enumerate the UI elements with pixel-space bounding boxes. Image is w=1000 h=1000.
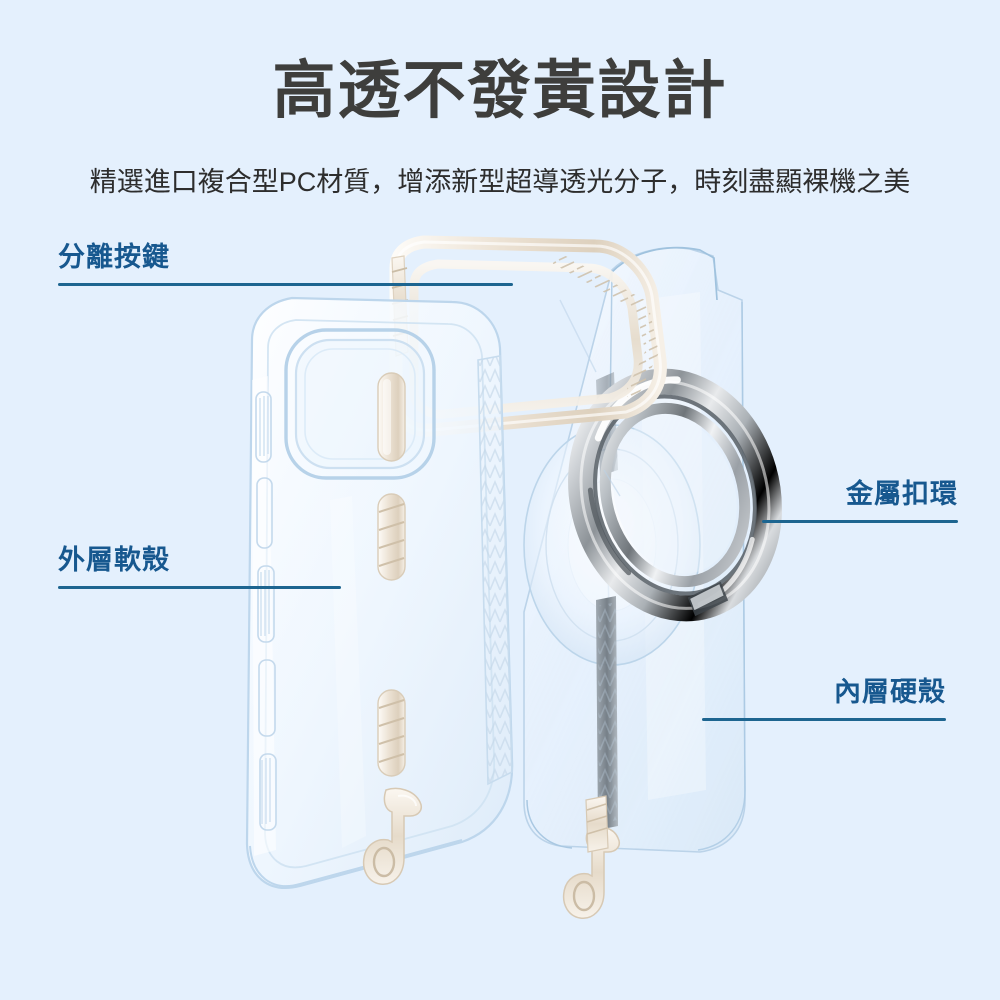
callout-outer-soft-shell: 外層軟殼: [58, 547, 341, 589]
callout-outer-soft-shell-leader-line: [58, 586, 341, 589]
soft-shell-right-rail: [477, 355, 513, 786]
callout-separate-buttons: 分離按鍵: [58, 244, 513, 286]
volume-up-button-ribs: [378, 503, 405, 567]
airbag-slot: [258, 659, 276, 737]
metal-ring-second-band: [599, 402, 751, 588]
callout-metal-ring-leader-line: [762, 520, 958, 523]
action-switch-secondary-body: [562, 825, 620, 919]
airbag-rib: [260, 570, 270, 636]
volume-up-button-piece: [377, 493, 406, 581]
power-button-piece: [377, 372, 406, 462]
inner-hard-shell-top-curve: [611, 246, 718, 301]
inner-hard-shell-bottom-corner: [526, 799, 573, 849]
metal-ring-hinge-highlight: [690, 584, 724, 611]
secondary-button-rib-strip: [585, 795, 609, 853]
volume-up-button-body: [377, 493, 406, 581]
callout-inner-hard-shell-leader-line: [702, 718, 946, 721]
inner-shell-side-strip-texture: [598, 602, 617, 824]
airbag-slot: [255, 391, 272, 463]
callout-separate-buttons-label: 分離按鍵: [58, 242, 170, 272]
inner-shell-side-strip: [596, 596, 618, 830]
airbag-slot: [257, 565, 275, 643]
callout-metal-ring: 金屬扣環: [762, 481, 958, 523]
camera-cutout-outer: [284, 328, 436, 480]
airbag-rib: [259, 396, 269, 456]
action-switch-secondary-loop: [572, 880, 596, 912]
callout-outer-soft-shell-label: 外層軟殼: [58, 545, 170, 575]
airbag-rib: [261, 758, 271, 824]
exploded-connector-lines: [559, 299, 621, 497]
connector-line: [559, 299, 597, 373]
page-title: 高透不發黃設計: [272, 56, 728, 126]
callout-metal-ring-label: 金屬扣環: [846, 479, 958, 509]
inner-hard-shell-right-edge: [697, 301, 746, 851]
power-button-body: [377, 372, 406, 462]
volume-down-button-ribs: [378, 699, 405, 763]
metal-ring-shadow-left: [587, 487, 632, 576]
connector-line: [603, 469, 621, 497]
soft-shell-bottom-rim: [249, 839, 463, 887]
action-switch-body: [362, 787, 422, 885]
callout-inner-hard-shell: 內層硬殼: [702, 679, 946, 721]
airbag-slot: [259, 753, 277, 831]
soft-shell-right-rail-texture: [478, 356, 512, 784]
action-switch-piece: [362, 787, 422, 885]
callout-inner-hard-shell-label: 內層硬殼: [834, 677, 946, 707]
volume-down-button-body: [377, 689, 406, 777]
page-subtitle: 精選進口複合型PC材質，增添新型超導透光分子，時刻盡顯裸機之美: [89, 167, 911, 197]
power-button-highlight: [383, 379, 391, 455]
metal-ring-center-opening: [613, 416, 737, 574]
airbag-slot: [256, 477, 273, 549]
soft-shell-specular: [330, 496, 366, 848]
outer-soft-shell-part: [245, 296, 514, 889]
soft-shell-right-rail-outline: [477, 355, 513, 786]
camera-cutout-bevel: [304, 348, 416, 460]
soft-shell-left-rail: [252, 376, 277, 856]
action-switch-highlight: [397, 794, 417, 807]
action-switch-loop: [372, 846, 396, 878]
secondary-button-rib-lines: [586, 803, 608, 835]
callout-separate-buttons-leader-line: [58, 283, 513, 286]
action-switch-piece-secondary: [562, 825, 620, 919]
volume-down-button-piece: [377, 689, 406, 777]
separate-buttons-texture-band: [552, 252, 659, 401]
